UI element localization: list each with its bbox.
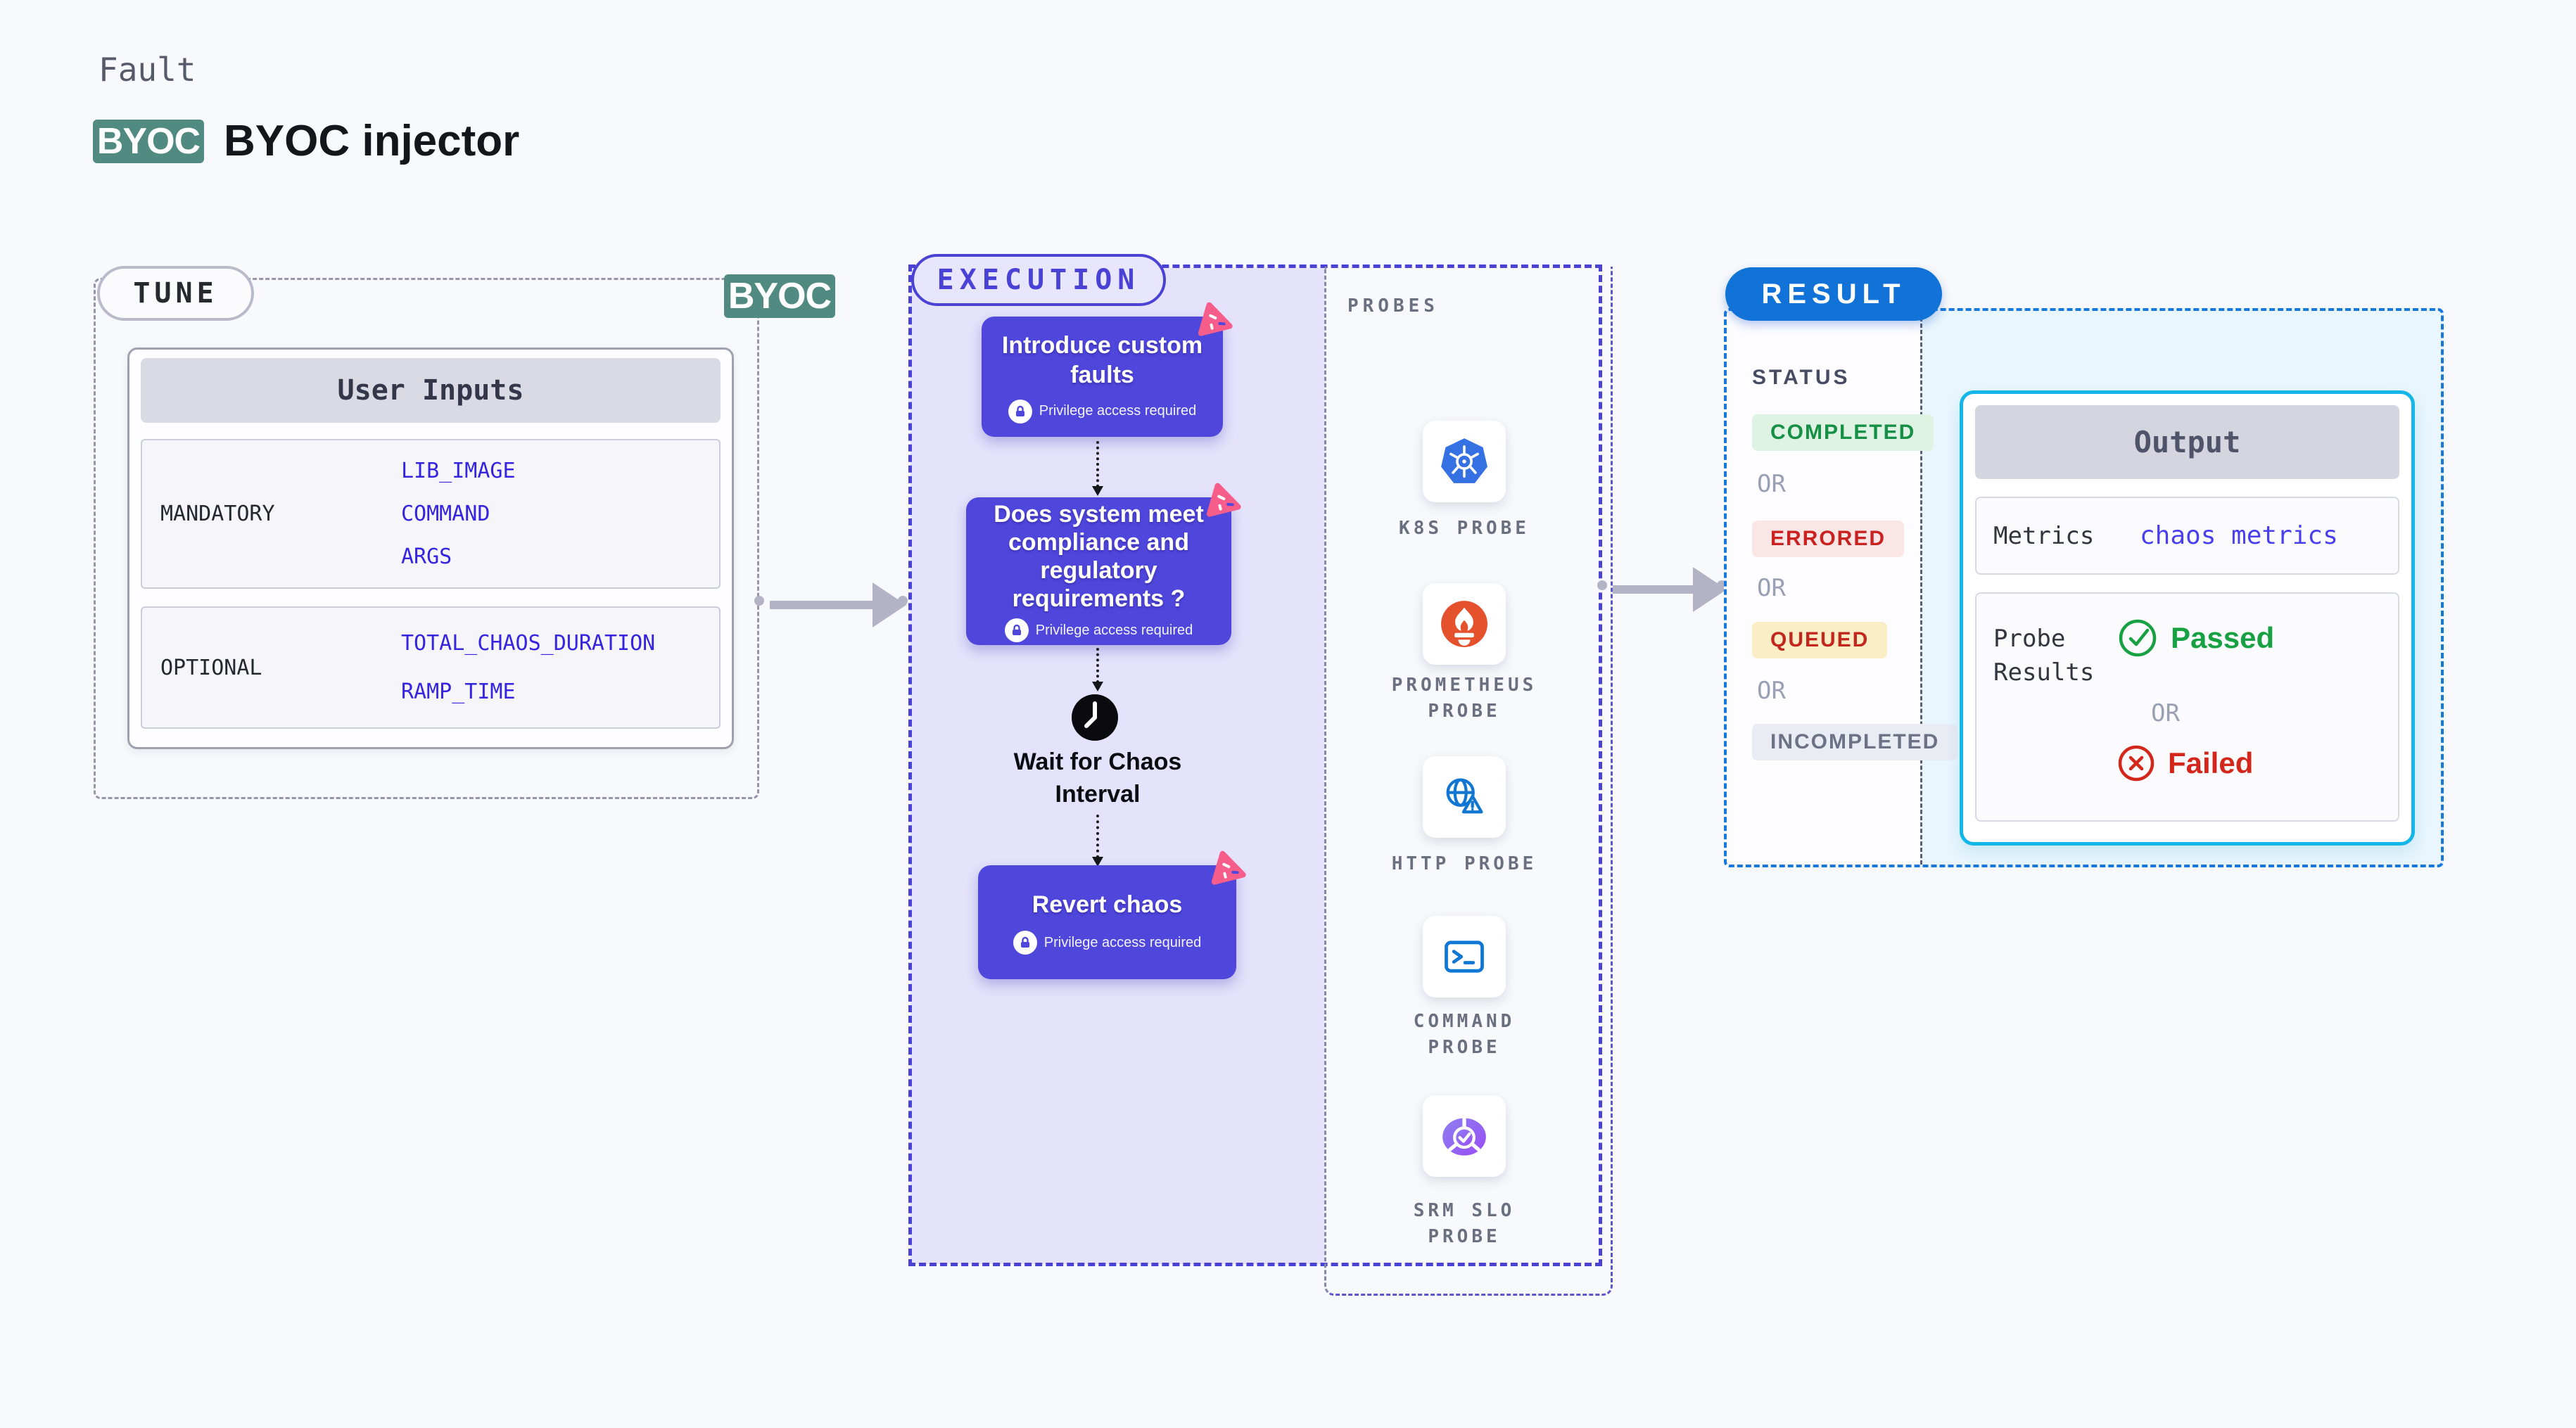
http-globe-icon	[1446, 778, 1483, 814]
litmus-chaos-icon	[1199, 478, 1244, 525]
fault-eyebrow: Fault	[99, 51, 196, 89]
metrics-label: Metrics	[1993, 521, 2095, 550]
result-section-box	[1724, 308, 2444, 867]
srm-slo-icon	[1442, 1116, 1486, 1156]
command-terminal-icon	[1445, 941, 1484, 973]
input-command: COMMAND	[401, 502, 490, 526]
optional-values: TOTAL_CHAOS_DURATION RAMP_TIME	[401, 608, 655, 727]
privilege-note: Privilege access required	[1008, 399, 1196, 423]
output-card: Output Metrics chaos metrics Probe Resul…	[1960, 390, 2415, 846]
mandatory-inputs-row: MANDATORY LIB_IMAGE COMMAND ARGS	[141, 439, 721, 589]
arrow-start-connector	[754, 596, 764, 606]
tune-section-box	[94, 278, 759, 799]
clock-icon	[1072, 694, 1118, 741]
page-title: BYOC injector	[224, 117, 520, 165]
or-separator: OR	[2151, 699, 2180, 727]
arrow-start-connector	[1597, 580, 1607, 590]
lock-icon	[1013, 931, 1037, 955]
execution-section-label: EXECUTION	[911, 254, 1166, 306]
user-inputs-header: User Inputs	[141, 358, 721, 423]
result-section-label: RESULT	[1725, 267, 1942, 321]
failed-result: Failed	[2117, 744, 2253, 782]
dotted-arrow-head-icon	[1092, 857, 1103, 867]
dotted-arrow-head-icon	[1092, 486, 1103, 496]
http-probe-label: HTTP PROBE	[1391, 853, 1537, 874]
optional-label: OPTIONAL	[160, 655, 262, 680]
input-ramp-time: RAMP_TIME	[401, 679, 516, 704]
arrow-shaft	[1613, 585, 1696, 594]
http-probe-card	[1423, 756, 1506, 838]
dotted-arrow-head-icon	[1092, 682, 1103, 691]
probe-results-row: Probe Results Passed OR Failed	[1975, 592, 2399, 822]
check-circle-icon	[2119, 619, 2157, 657]
input-lib-image: LIB_IMAGE	[401, 459, 516, 483]
status-badge-queued: QUEUED	[1752, 622, 1888, 658]
or-separator: OR	[1757, 574, 1786, 602]
execution-section-box	[908, 264, 1602, 1266]
status-output-divider	[1920, 311, 1922, 865]
x-circle-icon	[2118, 745, 2155, 782]
card-title: Does system meet compliance and regulato…	[994, 501, 1204, 612]
passed-result: Passed	[2117, 618, 2274, 658]
srm-slo-probe-label: SRM SLO PROBE	[1413, 1200, 1516, 1247]
lock-icon	[1004, 618, 1029, 642]
card-title: Introduce custom faults	[1001, 331, 1203, 388]
arrow-shaft	[770, 601, 874, 609]
probes-panel-box	[1324, 267, 1613, 1296]
mandatory-label: MANDATORY	[160, 502, 275, 526]
k8s-probe-label: K8S PROBE	[1399, 518, 1530, 539]
privilege-note: Privilege access required	[1013, 931, 1201, 955]
prometheus-probe-label: PROMETHEUS PROBE	[1391, 675, 1537, 722]
probes-heading: PROBES	[1347, 295, 1439, 317]
dotted-connector	[1096, 441, 1099, 487]
input-total-chaos-duration: TOTAL_CHAOS_DURATION	[401, 631, 656, 656]
introduce-custom-faults-card: Introduce custom faults Privilege access…	[982, 302, 1233, 437]
tune-section-label: TUNE	[97, 266, 254, 321]
prometheus-probe-card	[1423, 583, 1506, 665]
prometheus-icon	[1441, 601, 1487, 647]
metrics-value: chaos metrics	[2140, 521, 2338, 550]
command-probe-label: COMMAND PROBE	[1413, 1011, 1516, 1058]
privilege-note: Privilege access required	[1004, 618, 1193, 642]
kubernetes-icon	[1441, 438, 1487, 483]
status-heading: STATUS	[1752, 366, 1851, 389]
byoc-corner-badge: BYOC	[724, 274, 835, 318]
wait-for-chaos-interval-label: Wait for Chaos Interval	[1013, 748, 1182, 808]
optional-inputs-row: OPTIONAL TOTAL_CHAOS_DURATION RAMP_TIME	[141, 606, 721, 729]
litmus-chaos-icon	[1191, 298, 1236, 344]
revert-chaos-card: Revert chaos Privilege access required	[978, 850, 1246, 979]
litmus-chaos-icon	[1204, 846, 1249, 893]
card-title: Revert chaos	[1032, 891, 1183, 918]
or-separator: OR	[1757, 677, 1786, 705]
srm-slo-probe-card	[1423, 1095, 1506, 1177]
metrics-row: Metrics chaos metrics	[1975, 497, 2399, 575]
probe-results-label: Probe Results	[1993, 625, 2095, 687]
or-separator: OR	[1757, 470, 1786, 498]
byoc-logo-badge: BYOC	[93, 120, 204, 163]
dotted-connector	[1096, 648, 1099, 683]
arrow-end-connector	[898, 596, 908, 606]
mandatory-values: LIB_IMAGE COMMAND ARGS	[401, 440, 516, 587]
input-args: ARGS	[401, 544, 452, 569]
status-panel-background	[1724, 308, 1920, 867]
lock-icon	[1008, 399, 1032, 423]
status-badge-incompleted: INCOMPLETED	[1752, 724, 1958, 760]
command-probe-card	[1423, 916, 1506, 997]
k8s-probe-card	[1423, 421, 1506, 502]
dotted-connector	[1096, 815, 1099, 858]
status-badge-errored: ERRORED	[1752, 521, 1905, 557]
output-card-header: Output	[1975, 405, 2399, 479]
compliance-question-card: Does system meet compliance and regulato…	[966, 483, 1241, 645]
status-badge-completed: COMPLETED	[1752, 414, 1934, 451]
